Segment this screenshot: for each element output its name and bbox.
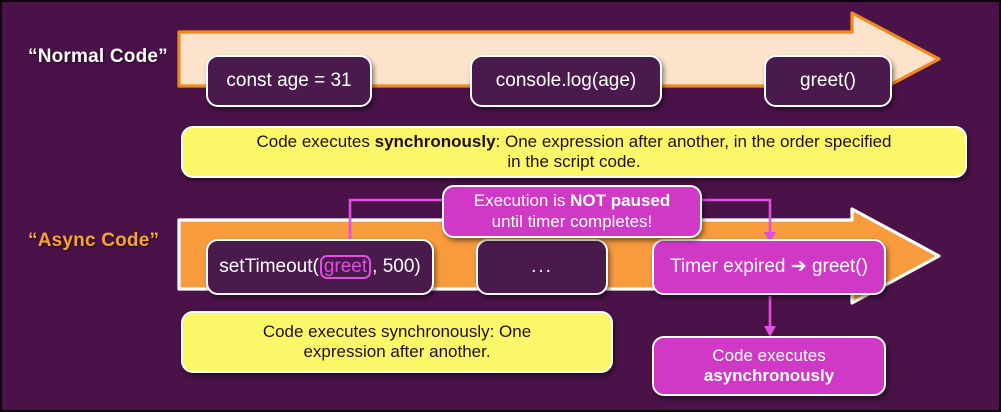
result-line1: Code executes (712, 345, 826, 365)
settimeout-text-post: , 500) (372, 255, 421, 277)
result-line2-bold: asynchronously (703, 366, 835, 385)
note-sync-line1-pre: Code executes (256, 131, 375, 151)
code-chip-settimeout[interactable]: setTimeout(greet, 500) (206, 239, 434, 295)
note-asynchronous-result: Code executes asynchronously (652, 336, 886, 396)
row-label-async-code: “Async Code” (28, 230, 160, 251)
code-chip-ellipsis[interactable]: ... (476, 239, 608, 295)
note-sync-line1-post: : One expression after another, in the o… (495, 131, 892, 151)
code-chip-timer-expired[interactable]: Timer expired ➔ greet() (652, 239, 886, 295)
settimeout-text-pre: setTimeout( (219, 255, 319, 277)
note-synchronous-full: Code executes synchronously: One express… (181, 126, 967, 178)
code-chip-console-log[interactable]: console.log(age) (470, 55, 662, 107)
callout-line1-pre: Execution is (473, 191, 571, 211)
note-synchronous-short: Code executes synchronously: One express… (181, 311, 613, 373)
note-sync-line2: in the script code. (507, 152, 641, 171)
note-sync-line1-bold: synchronously (374, 131, 496, 151)
highlighted-token-greet[interactable]: greet (319, 254, 372, 280)
callout-line1-bold: NOT paused (570, 191, 671, 211)
note-short-line2: expression after another. (303, 342, 491, 361)
callout-line2: until timer completes! (491, 211, 653, 231)
row-label-normal-code: “Normal Code” (28, 46, 168, 67)
code-chip-greet[interactable]: greet() (764, 55, 892, 107)
code-chip-const-age[interactable]: const age = 31 (206, 55, 372, 107)
callout-not-paused: Execution is NOT paused until timer comp… (442, 185, 702, 238)
note-short-line1: Code executes synchronously: One (262, 321, 532, 341)
